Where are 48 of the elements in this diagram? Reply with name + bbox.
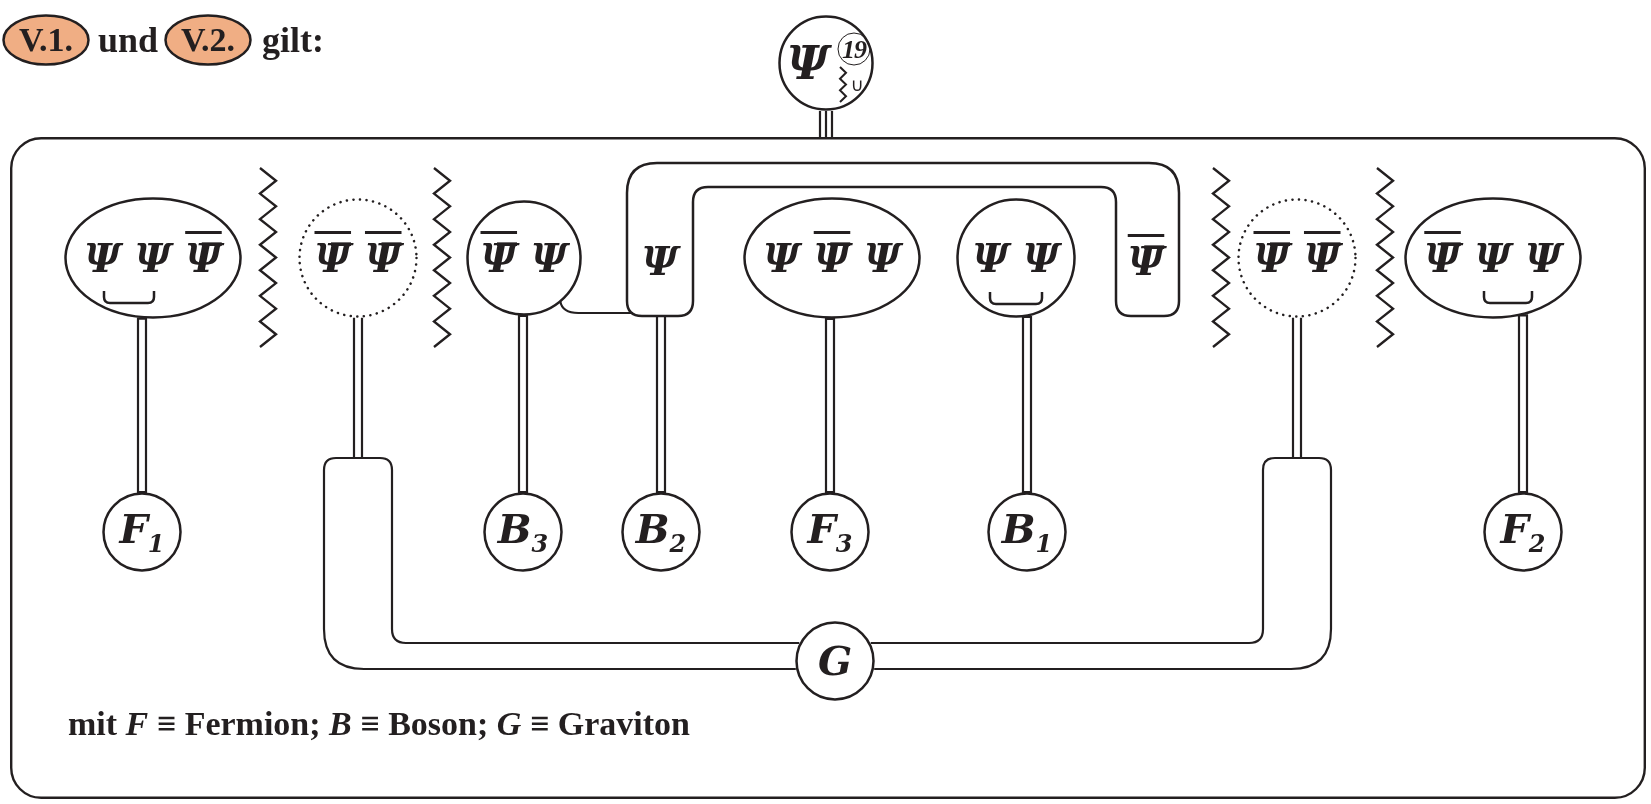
header-text: und (98, 22, 159, 58)
double-line-connector (824, 317, 836, 494)
particle-symbol: G (817, 639, 853, 683)
loop-band (627, 163, 1179, 316)
psi-ellipse (743, 197, 921, 319)
double-line-connector (655, 314, 667, 494)
union-symbol: ∪ (850, 75, 864, 95)
particle-circle (483, 492, 563, 572)
graviton-circle (795, 621, 875, 701)
particle-symbol: F$_{1}$ (119, 507, 165, 557)
header-text: gilt: (262, 22, 324, 58)
dotted-circle (298, 198, 418, 318)
version-label: V.2. (180, 21, 236, 59)
psi-circle (466, 200, 582, 316)
band-connector (869, 316, 1333, 671)
double-line-connector (1021, 315, 1033, 494)
particle-symbol: F$_{3}$ (807, 507, 853, 557)
psi-symbols: Ψ̅ Ψ̅ (314, 236, 402, 280)
particle-circle (1483, 492, 1563, 572)
psi-circle (778, 15, 874, 111)
particle-symbol: B$_{3}$ (497, 507, 549, 557)
triple-line-connector (818, 109, 834, 140)
particle-circle (102, 492, 182, 572)
definition-text: mit F ≡ Fermion; B ≡ Boson; G ≡ Graviton (68, 705, 690, 743)
version-badge (164, 14, 252, 66)
band-connector (322, 316, 801, 671)
version-label: V.1. (18, 21, 74, 59)
particle-symbol: B$_{1}$ (1001, 507, 1053, 557)
double-line-connector (136, 317, 148, 494)
particle-circle (987, 492, 1067, 572)
psi-symbols: Ψ̅ Ψ̅ (1253, 236, 1341, 280)
particle-symbol: B$_{2}$ (635, 507, 687, 557)
double-line-connector (517, 314, 529, 494)
psi-symbol: Ψ (641, 239, 679, 283)
psi-circle (956, 198, 1076, 318)
dotted-circle (1237, 198, 1357, 318)
double-line-connector (1517, 314, 1529, 494)
psi-symbols: Ψ̅ Ψ (480, 236, 568, 280)
diagram-frame (10, 137, 1646, 799)
version-badge (2, 14, 90, 66)
contraction-line (559, 301, 633, 315)
particle-circle (621, 492, 701, 572)
particle-circle (790, 492, 870, 572)
psi-symbol: Ψ̅ (1127, 239, 1165, 283)
psi-symbols: Ψ Ψ (972, 236, 1060, 280)
particle-symbol: F$_{2}$ (1500, 507, 1546, 557)
psi-ellipse (64, 197, 242, 319)
psi-ellipse (1404, 197, 1582, 319)
